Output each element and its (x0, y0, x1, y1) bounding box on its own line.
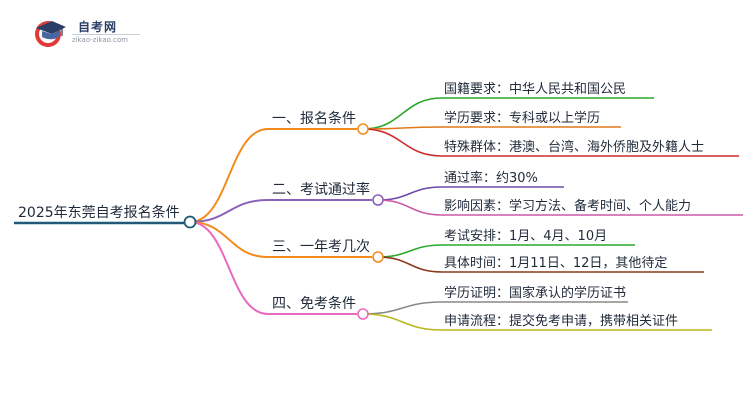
leaf-connector (362, 128, 443, 157)
branch-node (372, 194, 384, 206)
leaf-label: 学历要求：专科或以上学历 (444, 110, 600, 126)
leaf-connector (362, 313, 443, 331)
branch-label: 一、报名条件 (272, 110, 356, 127)
logo: 自考网 zikao-zikao.com (32, 16, 142, 50)
logo-divider (72, 34, 140, 35)
leaf-label: 考试安排：1月、4月、10月 (444, 229, 607, 244)
leaf-label: 国籍要求：中华人民共和国公民 (444, 81, 626, 97)
branch-connector (189, 221, 269, 315)
leaf-connector (377, 256, 443, 273)
leaf-label: 具体时间：1月11日、12日，其他待定 (444, 256, 667, 271)
branch-connector (189, 199, 269, 223)
leaf-label: 通过率：约30% (444, 170, 538, 186)
logo-subtitle: zikao-zikao.com (72, 36, 128, 44)
branch-node (357, 123, 369, 135)
branch-connector (189, 221, 269, 258)
leaf-connector (362, 301, 443, 315)
branch-node (372, 251, 384, 263)
graduation-cap-icon (35, 21, 66, 47)
branch-label: 三、一年考几次 (272, 239, 370, 255)
root-label: 2025年东莞自考报名条件 (18, 204, 180, 221)
branch-label: 二、考试通过率 (272, 181, 370, 198)
leaf-connector (377, 244, 443, 258)
leaf-label: 学历证明：国家承认的学历证书 (444, 285, 626, 301)
logo-title: 自考网 (78, 20, 118, 34)
branch-connector (189, 128, 269, 223)
leaf-connector (377, 199, 443, 216)
leaf-connector (377, 186, 443, 201)
leaf-connector (362, 97, 443, 130)
leaf-label: 申请流程：提交免考申请，携带相关证件 (444, 313, 678, 329)
leaf-label: 影响因素：学习方法、备考时间、个人能力 (444, 198, 691, 214)
leaf-label: 特殊群体：港澳、台湾、海外侨胞及外籍人士 (444, 139, 704, 155)
root-node (183, 215, 197, 229)
branch-node (357, 308, 369, 320)
branch-label: 四、免考条件 (272, 295, 356, 312)
